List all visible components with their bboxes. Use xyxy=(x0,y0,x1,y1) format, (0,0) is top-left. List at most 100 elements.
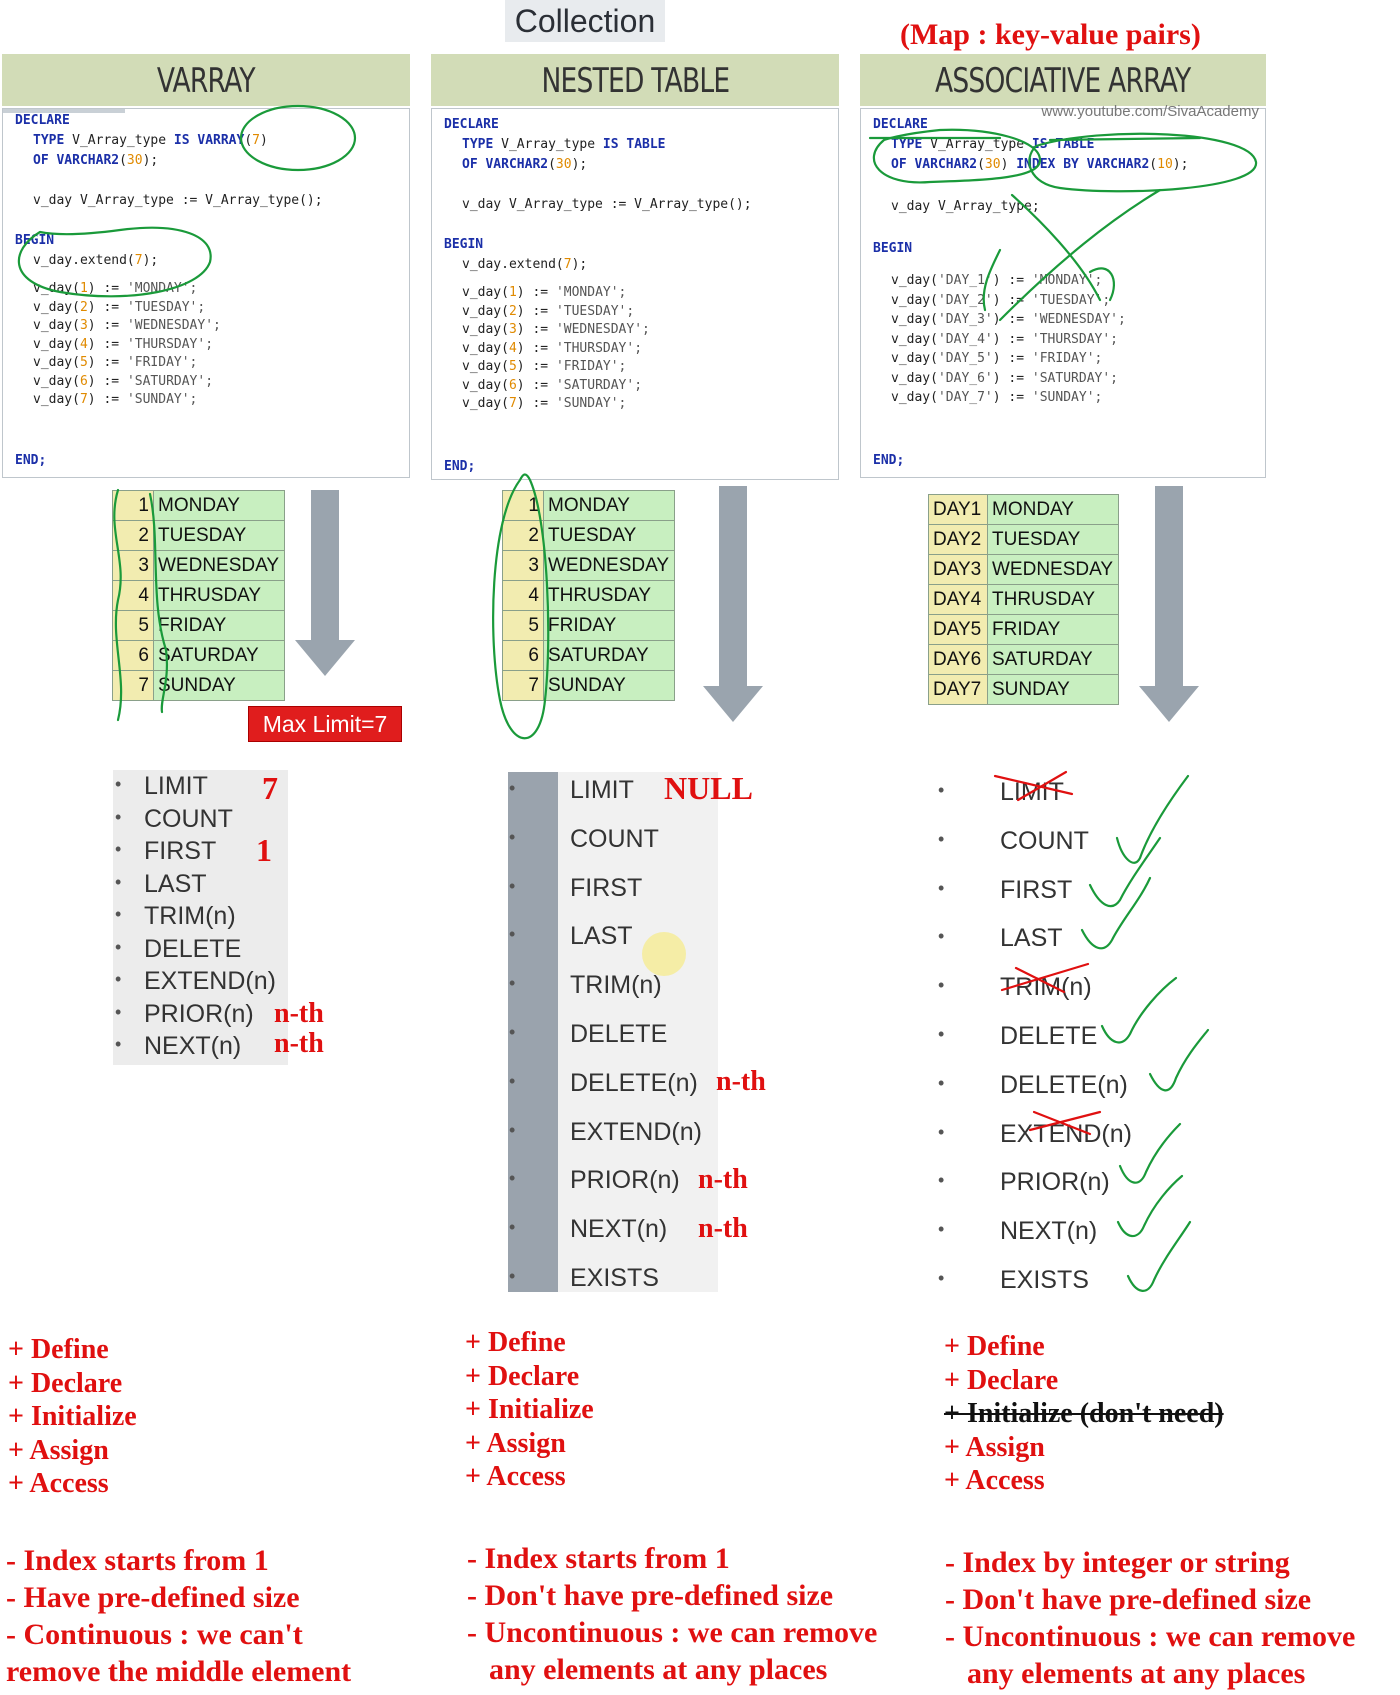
table-key: 5 xyxy=(112,610,154,641)
nested-table-header: NESTED TABLE xyxy=(431,54,839,106)
table-value: FRIDAY xyxy=(153,610,285,641)
note-line: - Continuous : we can't xyxy=(6,1618,303,1651)
method-item: COUNT xyxy=(144,804,233,833)
note-line: - Don't have pre-defined size xyxy=(467,1579,834,1612)
code-index: 4 xyxy=(79,336,88,352)
bullet-icon: • xyxy=(509,973,516,994)
method-item: LAST xyxy=(570,922,633,951)
code-text: ) := xyxy=(516,396,556,411)
table-key: DAY7 xyxy=(928,674,988,705)
limit-note: 7 xyxy=(262,770,278,806)
code-line: v_day(4) := 'THURSDAY'; xyxy=(462,341,642,356)
note-line: + Declare xyxy=(944,1364,1059,1396)
bullet-icon: • xyxy=(115,839,122,859)
note-line: + Declare xyxy=(465,1360,580,1392)
code-line: v_day V_Array_type := V_Array_type(); xyxy=(33,193,323,208)
table-key: 1 xyxy=(112,490,154,521)
note-line: - Uncontinuous : we can remove xyxy=(945,1620,1356,1653)
cursor-highlight xyxy=(642,932,686,976)
code-string: 'TUESDAY'; xyxy=(555,303,635,319)
table-value: MONDAY xyxy=(543,490,675,521)
code-text: v_day( xyxy=(33,299,80,315)
code-text: ) := xyxy=(516,322,556,337)
prior-note: n-th xyxy=(698,1164,748,1195)
code-index: 2 xyxy=(79,299,88,315)
code-index: 4 xyxy=(508,340,517,356)
code-index: 3 xyxy=(79,318,88,333)
code-index: 'DAY_2' xyxy=(937,292,993,308)
code-text: ) := xyxy=(992,292,1032,308)
bullet-icon: • xyxy=(938,1072,945,1093)
method-item: FIRST xyxy=(144,837,217,865)
method-item: PRIOR(n) xyxy=(144,999,254,1028)
code-line: v_day(3) := 'WEDNESDAY'; xyxy=(33,318,221,333)
check-icon xyxy=(1088,836,1162,908)
table-value: TUESDAY xyxy=(987,524,1119,555)
note-line: + Define xyxy=(8,1334,109,1365)
code-index: 'DAY_7' xyxy=(937,390,993,405)
table-value: THRUSDAY xyxy=(543,580,675,611)
code-string: 'SATURDAY'; xyxy=(126,373,214,389)
associative-array-code-block: www.youtube.com/SivaAcademy DECLARE TYPE… xyxy=(860,103,1266,478)
varray-code-block: DECLARE TYPE V_Array_type IS VARRAY(7) O… xyxy=(2,108,410,478)
bullet-icon: • xyxy=(509,924,516,945)
table-value: TUESDAY xyxy=(153,520,285,551)
table-key: 6 xyxy=(502,640,544,671)
note-line: + Assign xyxy=(465,1427,566,1459)
code-text: ) := xyxy=(992,273,1032,288)
bullet-icon: • xyxy=(115,806,122,827)
table-key: 2 xyxy=(112,520,154,551)
method-item: DELETE(n) xyxy=(1000,1070,1128,1099)
code-string: 'FRIDAY'; xyxy=(1031,351,1103,366)
method-item: LIMIT xyxy=(1000,778,1064,806)
note-line: any elements at any places xyxy=(967,1657,1306,1690)
code-string: 'FRIDAY'; xyxy=(126,355,198,370)
table-key: DAY1 xyxy=(928,494,988,525)
table-key: DAY5 xyxy=(928,614,988,645)
table-key: DAY2 xyxy=(928,524,988,555)
note-line: + Define xyxy=(944,1331,1045,1362)
method-item: EXISTS xyxy=(570,1264,659,1292)
table-key: DAY4 xyxy=(928,584,988,615)
note-line: + Assign xyxy=(8,1434,109,1466)
table-value: WEDNESDAY xyxy=(543,550,675,581)
code-line: v_day V_Array_type; xyxy=(891,199,1040,214)
code-string: 'WEDNESDAY'; xyxy=(1031,312,1126,327)
bullet-icon: • xyxy=(115,871,122,892)
bullet-icon: • xyxy=(115,1034,122,1054)
method-item: COUNT xyxy=(570,824,659,853)
method-item: PRIOR(n) xyxy=(1000,1168,1110,1197)
limit-null-note: NULL xyxy=(664,770,753,806)
code-text: v_day( xyxy=(33,281,80,296)
code-text: v_day( xyxy=(33,373,80,389)
code-keyword: BEGIN xyxy=(444,237,484,252)
method-item: LIMIT xyxy=(144,772,208,800)
method-item: FIRST xyxy=(570,873,643,902)
code-text: ) := xyxy=(516,359,556,374)
code-line: v_day.extend(7); xyxy=(462,257,588,272)
next-note: n-th xyxy=(698,1213,748,1244)
code-text: v_day( xyxy=(891,273,938,288)
bullet-icon: • xyxy=(509,778,516,798)
bullet-icon: • xyxy=(115,936,122,957)
bullet-icon: • xyxy=(115,904,122,924)
code-index: 7 xyxy=(79,392,88,407)
bullet-icon: • xyxy=(938,1219,945,1240)
code-keyword: BEGIN xyxy=(15,233,55,248)
next-note: n-th xyxy=(274,1028,324,1059)
table-key: DAY3 xyxy=(928,554,988,585)
code-text: v_day( xyxy=(462,396,509,411)
method-item: TRIM(n) xyxy=(144,902,236,930)
bullet-icon: • xyxy=(938,975,945,996)
code-text: v_day( xyxy=(33,336,80,352)
method-item: DELETE xyxy=(1000,1022,1098,1050)
code-text: ) := xyxy=(87,281,127,296)
check-icon xyxy=(1100,976,1178,1044)
method-item: TRIM(n) xyxy=(570,971,662,1000)
map-note: (Map : key-value pairs) xyxy=(900,18,1201,51)
